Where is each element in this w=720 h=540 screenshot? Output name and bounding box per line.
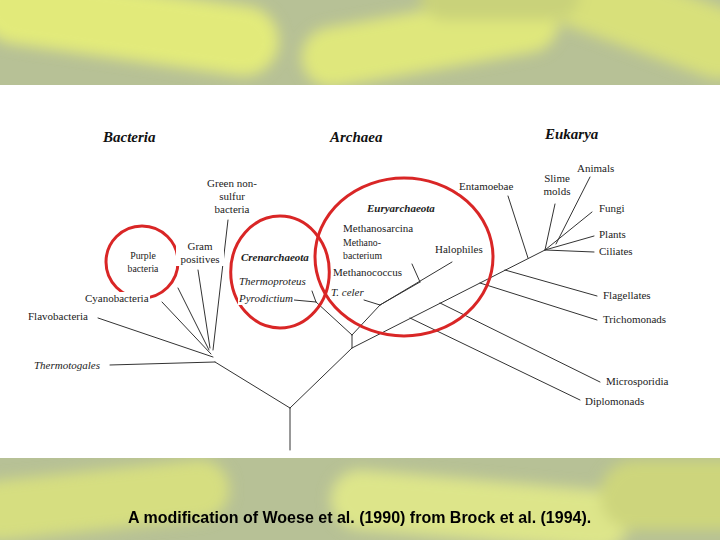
- taxon-label: Microsporidia: [605, 375, 669, 388]
- taxon-label: Thermotogales: [33, 359, 101, 372]
- taxon-label: Entamoebae: [458, 180, 514, 193]
- taxon-label: Flagellates: [602, 289, 652, 302]
- group-name: Crenarchaeota: [240, 251, 310, 264]
- group-circle: CrenarchaeotaThermoproteusPyrodictium: [234, 220, 326, 324]
- taxon-label: Trichomonads: [602, 313, 667, 326]
- taxon-label: Animals: [576, 162, 615, 175]
- taxon-label: Pyrodictium: [238, 292, 294, 305]
- domain-heading: Eukarya: [545, 126, 598, 143]
- group-circle: EuryarchaeotaMethanosarcinaMethano- bact…: [313, 176, 495, 338]
- taxon-label: Flavobacteria: [27, 310, 89, 323]
- taxon-label: Ciliates: [598, 245, 634, 258]
- taxon-label: Gram positives: [176, 240, 224, 266]
- taxon-label: Halophiles: [434, 243, 484, 256]
- taxon-label: Plants: [598, 228, 627, 241]
- taxon-label: Methanococcus: [332, 266, 403, 279]
- taxon-label: Fungi: [598, 202, 626, 215]
- group-name: Euryarchaeota: [366, 202, 436, 215]
- taxon-label: Purple bacteria: [117, 249, 169, 275]
- taxon-label: Methanosarcina: [342, 222, 414, 235]
- circle-outline: [313, 176, 495, 338]
- taxon-label: Cyanobacteria: [84, 292, 150, 305]
- taxon-label: Thermoproteus: [238, 275, 307, 288]
- domain-heading: Archaea: [330, 129, 383, 146]
- taxon-label: Diplomonads: [584, 395, 645, 408]
- taxon-label: Green non-sulfur bacteria: [200, 177, 264, 216]
- group-circle: Purple bacteria: [104, 224, 180, 300]
- taxon-label: Slime molds: [538, 172, 576, 198]
- taxon-label: T. celer: [330, 286, 365, 299]
- domain-heading: Bacteria: [103, 129, 156, 146]
- circle-outline: [234, 220, 326, 324]
- taxon-label: Methano- bacterium: [342, 236, 396, 262]
- caption: A modification of Woese et al. (1990) fr…: [128, 508, 591, 527]
- white-panel: [0, 85, 720, 458]
